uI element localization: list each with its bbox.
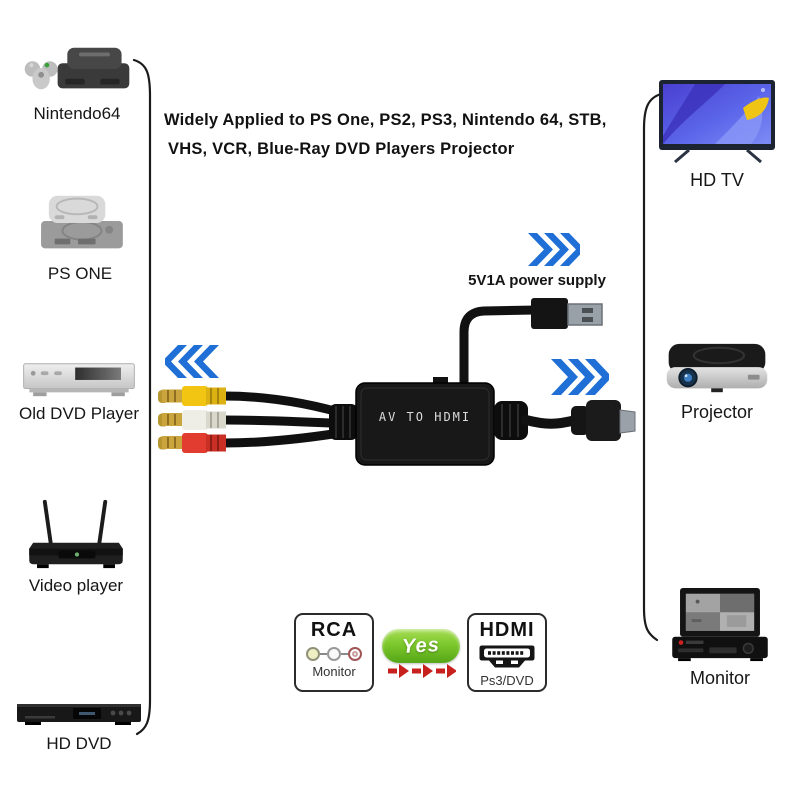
device-label: Video player (28, 576, 124, 595)
usb-plug-metal (567, 303, 603, 326)
device-projector: Projector (652, 340, 782, 423)
rca-jacks-icon (306, 647, 362, 661)
yes-badge: Yes (382, 629, 460, 663)
old-dvd-player-image (23, 363, 135, 397)
rca-badge: RCA Monitor (294, 613, 374, 692)
yes-badge-label: Yes (401, 633, 441, 658)
device-label: HD DVD (46, 734, 112, 753)
projector-image (666, 343, 768, 393)
nintendo64-image (24, 47, 130, 90)
right-bracket-line (642, 92, 663, 642)
device-old-dvd-player: Old DVD Player (0, 358, 158, 424)
left-bracket-line (132, 58, 152, 736)
hdmi-badge: HDMI Ps3/DVD (467, 613, 547, 692)
hd-tv-image (659, 80, 775, 164)
device-label: PS ONE (47, 264, 113, 283)
power-supply-label: 5V1A power supply (468, 272, 606, 289)
rca-yellow-jack-icon (306, 647, 320, 661)
headline: Widely Applied to PS One, PS2, PS3, Nint… (164, 106, 664, 164)
hdmi-plug-body (586, 400, 621, 441)
red-arrows-icon (388, 664, 456, 678)
rca-white-jack-icon (327, 647, 341, 661)
headline-line2: VHS, VCR, Blue-Ray DVD Players Projector (168, 140, 515, 158)
rca-badge-subtitle: Monitor (312, 664, 356, 679)
device-hd-tv: HD TV (648, 78, 786, 191)
device-label: Nintendo64 (33, 104, 121, 123)
rca-badge-title: RCA (310, 619, 358, 641)
usb-plug-body (531, 298, 568, 329)
hd-dvd-image (17, 704, 141, 725)
device-ps-one: PS ONE (5, 186, 155, 284)
device-nintendo64: Nintendo64 (0, 38, 154, 124)
usb-power-cable (459, 298, 603, 393)
rca-red-jack-icon (348, 647, 362, 661)
hdmi-plug-metal (619, 409, 636, 434)
converter-label: AV TO HDMI (378, 410, 472, 424)
ps-one-image (41, 195, 123, 249)
chevrons-power-icon (528, 233, 580, 266)
chevrons-left-icon (165, 345, 219, 378)
headline-line1: Widely Applied to PS One, PS2, PS3, Nint… (164, 111, 607, 129)
monitor-image (672, 587, 768, 662)
device-hd-dvd: HD DVD (0, 696, 158, 754)
device-label: Monitor (689, 668, 751, 688)
video-player-image (29, 499, 123, 569)
device-label: Projector (680, 402, 754, 422)
device-label: Old DVD Player (19, 404, 139, 423)
device-video-player: Video player (0, 496, 152, 596)
converter-box (355, 377, 495, 466)
rca-plugs (158, 386, 226, 453)
hdmi-badge-subtitle: Ps3/DVD (480, 673, 534, 688)
hdmi-connector-icon (479, 645, 535, 668)
hdmi-badge-title: HDMI (479, 619, 535, 641)
chevrons-hdmi-icon (551, 359, 609, 395)
device-label: HD TV (690, 170, 744, 190)
hdmi-cable (494, 400, 636, 441)
device-monitor: Monitor (660, 586, 780, 689)
